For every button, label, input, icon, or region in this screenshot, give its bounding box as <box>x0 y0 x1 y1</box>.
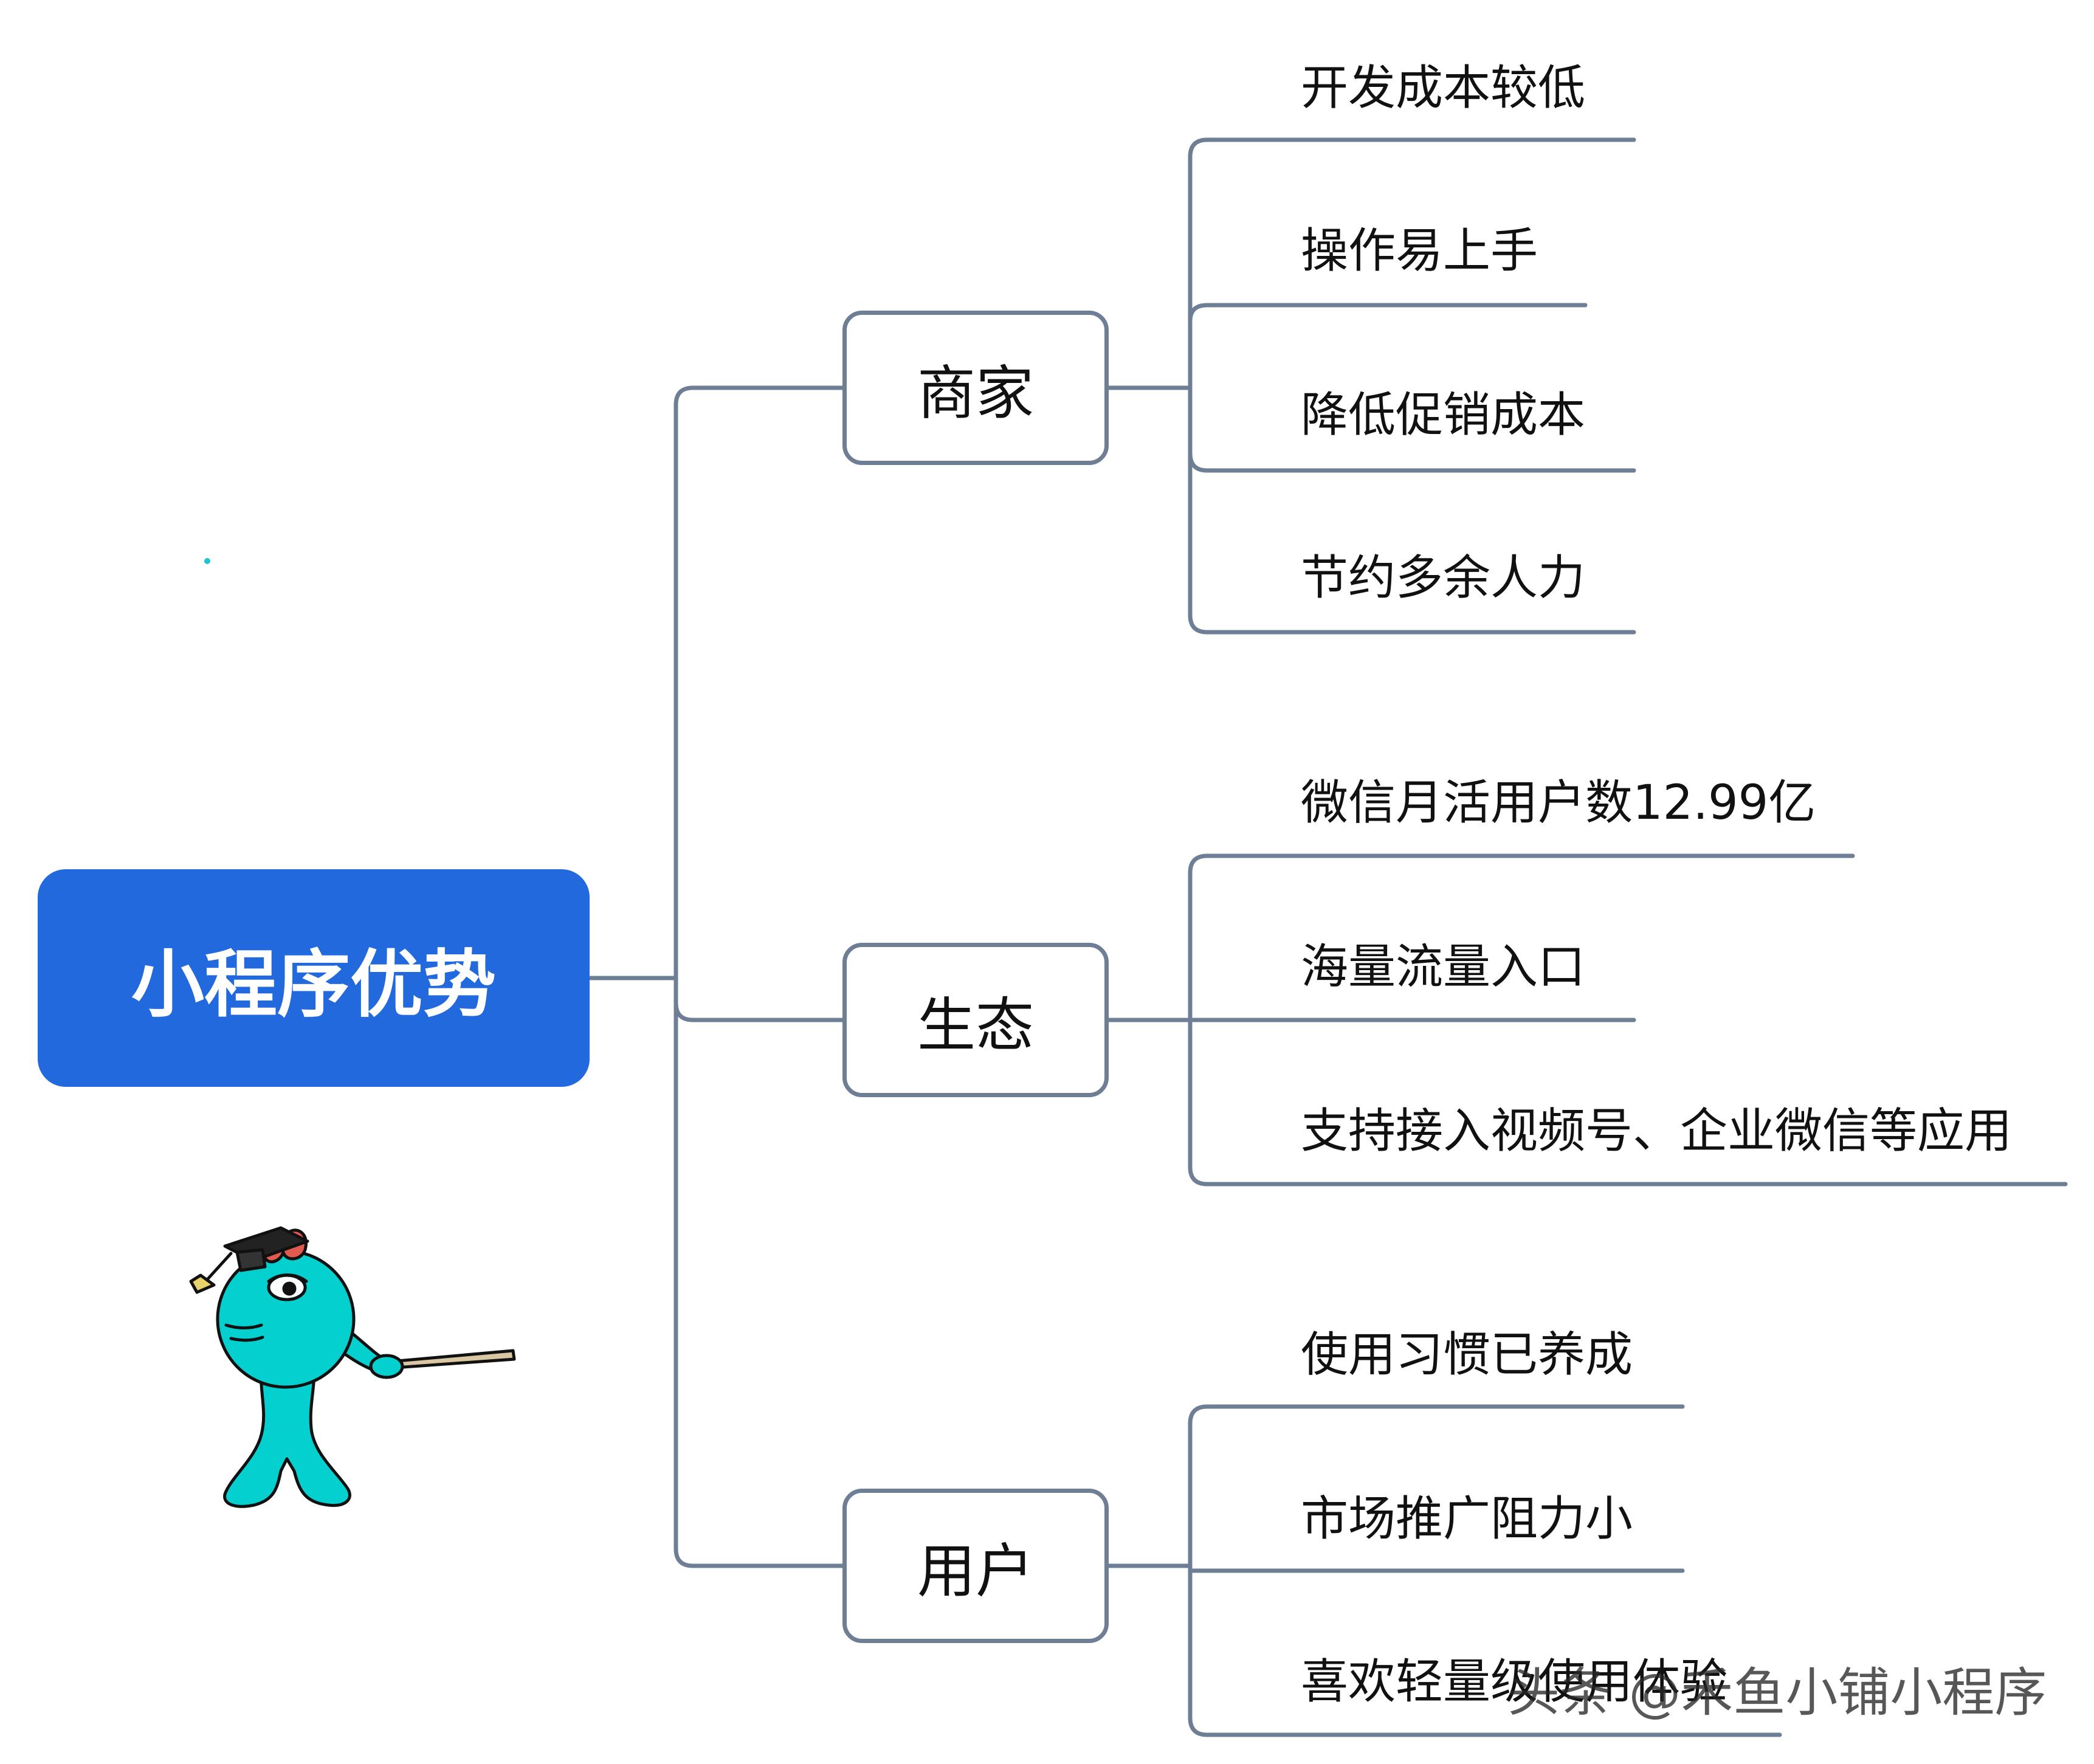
leaf-merchants-2[interactable]: 操作易上手 <box>1301 224 1538 278</box>
root-node[interactable]: 小程序优势 <box>38 869 590 1087</box>
leaf-users-3[interactable]: 喜欢轻量级使用体验 <box>1301 1655 1728 1709</box>
leaf-merchants-1[interactable]: 开发成本较低 <box>1301 61 1586 115</box>
branch1-leaf2-line <box>1188 303 1588 323</box>
mascot-teacher-icon <box>189 1226 516 1508</box>
leaf-ecosystem-1[interactable]: 微信月活用户数12.99亿 <box>1301 776 1816 830</box>
trunk-to-ecosystem <box>673 1001 845 1022</box>
branch1-leaf3-line <box>1188 451 1636 473</box>
leaf-ecosystem-2[interactable]: 海量流量入口 <box>1301 940 1586 994</box>
leaf-users-2[interactable]: 市场推广阻力小 <box>1301 1492 1633 1546</box>
leaf-users-1[interactable]: 使用习惯已养成 <box>1301 1328 1633 1382</box>
watermark-text: 头条 @禾鱼小铺小程序 <box>1507 1662 2047 1723</box>
branch-node-users[interactable]: 用户 <box>842 1489 1109 1643</box>
leaf-merchants-4[interactable]: 节约多余人力 <box>1301 551 1586 605</box>
decorative-dot-icon <box>204 558 210 564</box>
leaf-ecosystem-3[interactable]: 支持接入视频号、企业微信等应用 <box>1301 1104 2013 1159</box>
leaf-merchants-3[interactable]: 降低促销成本 <box>1301 388 1586 443</box>
branch-node-ecosystem[interactable]: 生态 <box>842 943 1109 1097</box>
branch-node-merchants[interactable]: 商家 <box>842 311 1109 465</box>
branch1-bracket <box>1188 137 1636 635</box>
trunk-connector <box>673 385 845 1568</box>
